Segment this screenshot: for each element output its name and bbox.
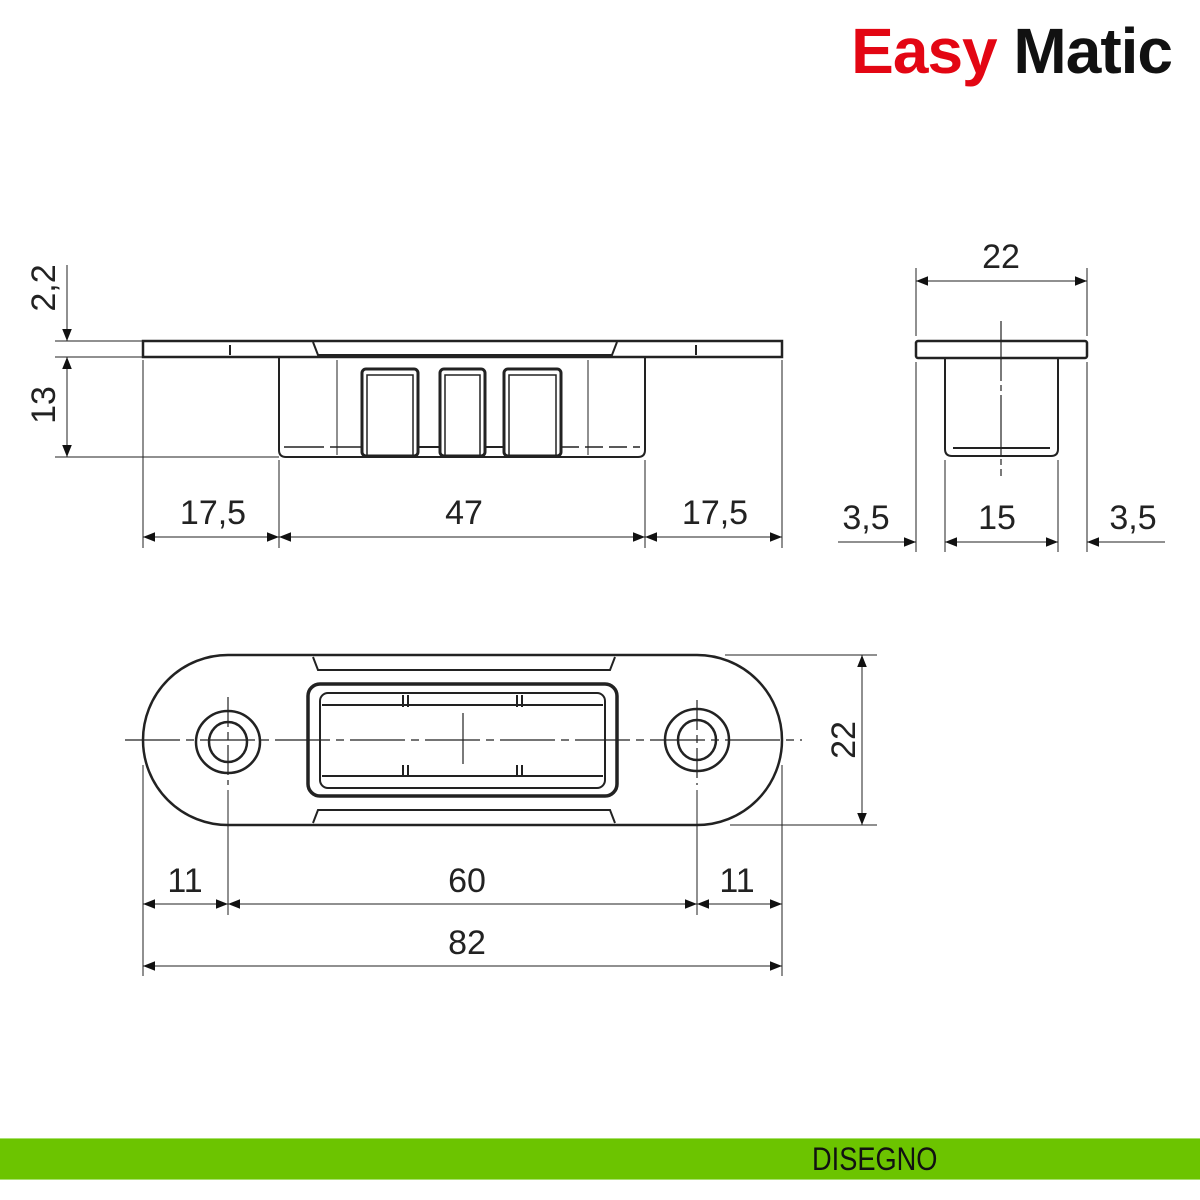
brand-logo-easy: Easy <box>851 15 997 87</box>
dim-plate-thickness: 2,2 <box>25 264 63 311</box>
brand-logo: Easy Matic <box>851 14 1173 88</box>
front-plate <box>141 339 784 359</box>
front-view-dimensions <box>55 265 783 548</box>
dim-side-total-width: 22 <box>982 238 1020 276</box>
dim-top-height: 22 <box>825 721 863 759</box>
dim-side-body: 15 <box>978 499 1016 537</box>
front-body <box>278 357 646 458</box>
front-slot <box>502 367 563 458</box>
dim-top-right: 11 <box>719 862 754 900</box>
front-slot <box>360 367 420 458</box>
dim-front-left: 17,5 <box>180 494 246 532</box>
footer-bar: DISEGNO <box>0 1138 1200 1180</box>
brand-logo-matic: Matic <box>1013 15 1173 87</box>
dim-front-body-width: 47 <box>445 494 483 532</box>
dim-body-depth: 13 <box>25 386 63 424</box>
dim-side-right: 3,5 <box>1109 499 1156 537</box>
dim-top-left: 11 <box>167 862 202 900</box>
dim-hole-spacing: 60 <box>448 862 486 900</box>
front-view <box>141 339 784 458</box>
dim-total-length: 82 <box>448 924 486 962</box>
top-view-dimensions <box>142 654 877 976</box>
side-view <box>914 321 1089 476</box>
footer-label: DISEGNO <box>812 1141 938 1177</box>
dim-front-right: 17,5 <box>682 494 748 532</box>
top-view <box>125 653 802 827</box>
side-view-dimensions <box>838 268 1165 552</box>
dim-side-left: 3,5 <box>842 499 889 537</box>
front-slot <box>438 367 487 458</box>
